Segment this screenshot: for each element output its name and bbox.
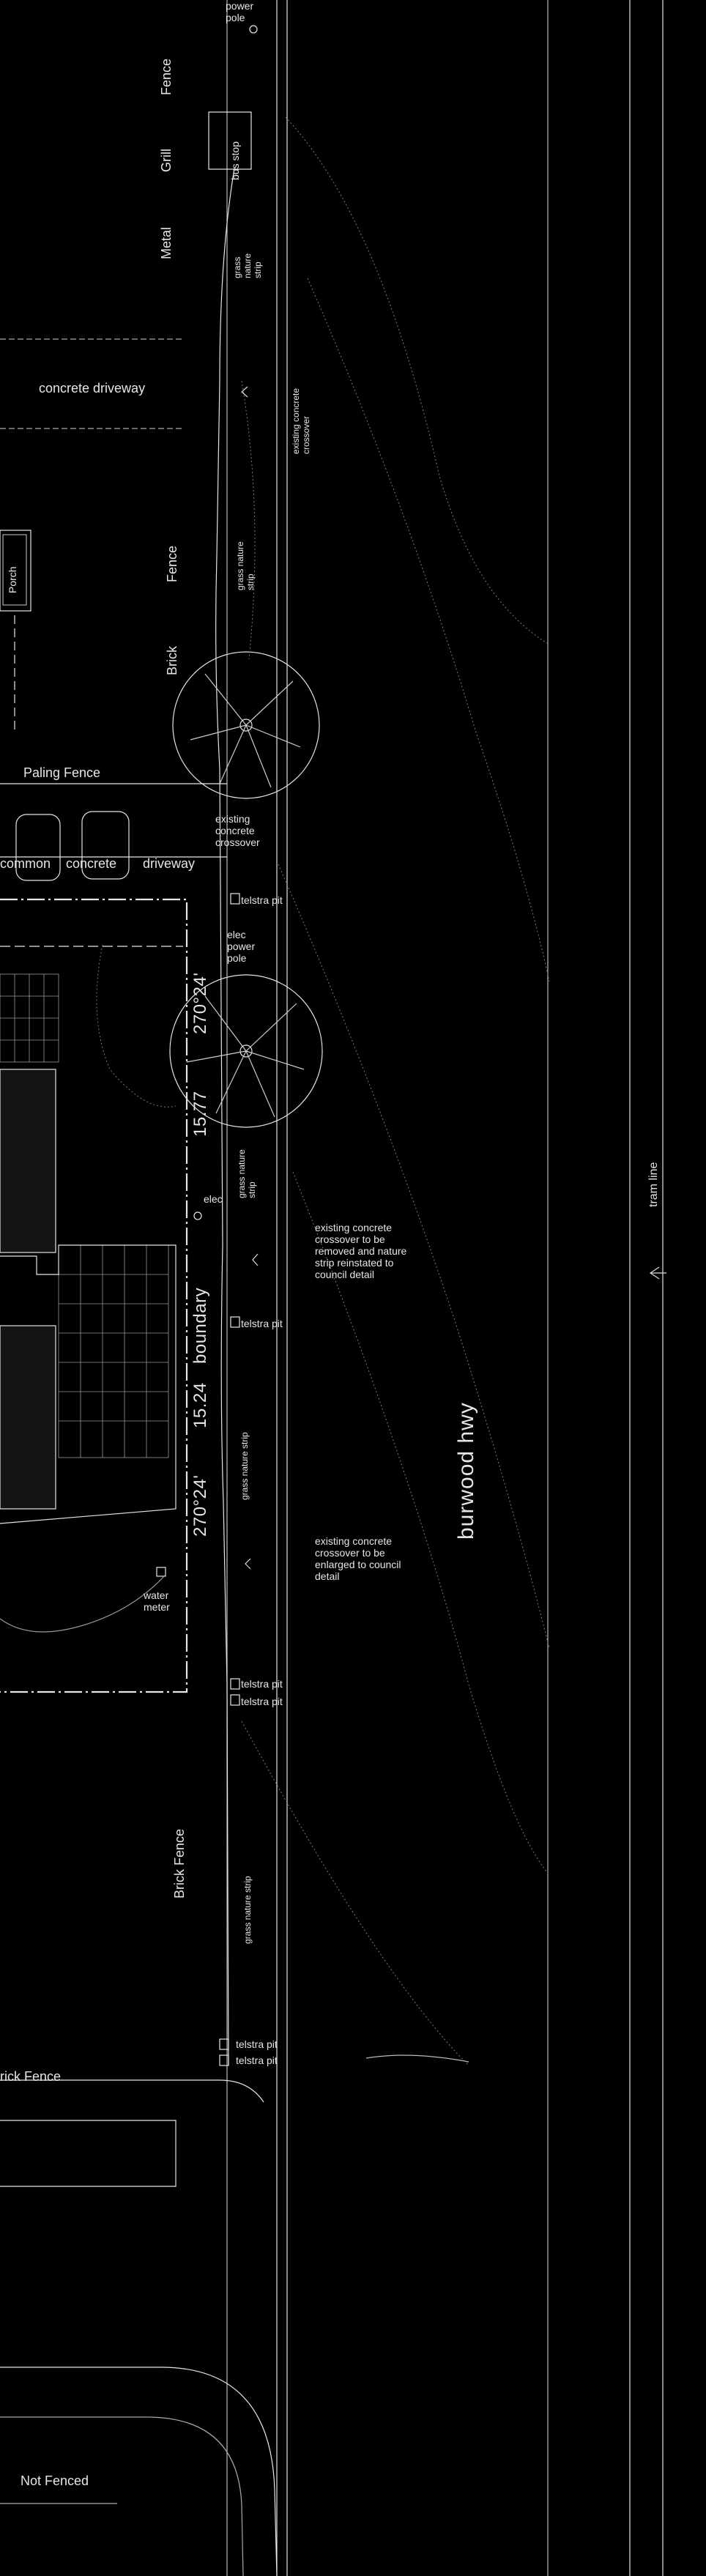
bearing-bottom: 270°24' [190,1474,210,1537]
telstra-pit-5 [219,2038,229,2050]
telstra-pit-label-1: telstra pit [241,894,283,906]
crossover-removed-note: existing concrete crossover to be remove… [315,1222,407,1281]
corner-kerb [0,2367,278,2576]
hwy-kerb-curve [365,2055,469,2063]
concrete-label: concrete [66,856,117,871]
bus-stop-label: bus stop [229,141,241,180]
telstra-pit-label-5: telstra pit [236,2038,278,2050]
dwelling-wall-outline [0,1244,176,1524]
side-street-kerb [0,2120,176,2187]
brick-label: Brick [165,646,179,675]
car-outline [15,814,61,881]
boundary-length-bottom: 15.24 [190,1382,210,1428]
telstra-pit-4 [230,1694,240,1706]
porch-inner-box [2,534,27,606]
crossover-arrow-1 [241,386,248,398]
existing-concrete-crossover-label: existing concrete crossover [215,813,260,849]
porch-label: Porch [7,566,18,593]
water-meter-box [156,1567,166,1577]
tree-1 [172,651,320,799]
telstra-pit-label-2: telstra pit [241,1318,283,1329]
elec-label: elec [204,1193,223,1205]
telstra-pit-1 [230,893,240,905]
brick-fence-line [0,2079,264,2103]
contour-5 [241,1721,469,2066]
contour-1 [285,116,550,645]
fence-label-top: Fence [159,58,174,95]
car-outline-2 [81,811,130,880]
telstra-pit-label-4: telstra pit [241,1696,283,1707]
existing-concrete-crossover-vertical: existing concrete crossover [291,387,311,454]
boundary-label: boundary [190,1287,210,1364]
brick-fence-bottom-label: rick Fence [0,2069,62,2084]
grass-nature-strip-4: grass nature strip [239,1432,250,1500]
contour-6 [96,944,176,1107]
telstra-pit-6 [219,2055,229,2066]
boundary-length-top: 15.77 [190,1091,210,1137]
contour-4 [292,1171,550,1876]
telstra-pit-label-6: telstra pit [236,2055,278,2066]
not-fenced-label: Not Fenced [21,2473,89,2488]
water-meter-label: water meter [144,1589,170,1614]
power-pole-top-symbol [249,25,258,34]
brick-fence-vertical-label: Brick Fence [172,1828,187,1898]
elec-power-pole-label: elec power pole [227,929,256,965]
grass-nature-strip-1: grass nature strip [232,253,263,278]
tram-line-label: tram line [647,1162,660,1207]
power-pole-label-top: power pole [226,0,254,24]
water-meter-path [0,1574,166,1633]
dwelling-north [0,1069,56,1253]
grill-label: Grill [159,149,174,172]
common-label: common [0,856,51,871]
driveway-label: driveway [143,856,196,871]
contour-3 [278,864,550,1649]
grass-nature-strip-2: grass nature strip [235,541,256,590]
nature-strip-outline [215,168,235,2066]
contour-7 [241,380,256,660]
tram-direction-arrow [649,1266,666,1280]
fence-label-mid: Fence [165,545,179,582]
metal-label: Metal [159,226,174,259]
burwood-hwy-label: burwood hwy [454,1402,478,1540]
property-boundary [0,898,188,1693]
telstra-pit-2 [230,1316,240,1328]
crossover-arrow-3 [245,1558,251,1570]
contour-2 [307,278,550,982]
telstra-pit-label-3: telstra pit [241,1678,283,1690]
concrete-driveway-label: concrete driveway [39,381,146,396]
dwelling-south [0,1325,56,1510]
elec-pole-symbol [193,1211,202,1220]
bus-stop-box [208,111,252,170]
grass-nature-strip-3: grass nature strip [237,1149,257,1198]
tree-2 [169,974,323,1128]
crossover-arrow-2 [252,1253,259,1266]
paling-fence-label: Paling Fence [23,765,101,780]
bearing-top: 270°24' [190,972,210,1034]
corner-kerb-inner [0,2416,244,2576]
grass-nature-strip-5: grass nature strip [242,1876,253,1944]
crossover-enlarged-note: existing concrete crossover to be enlarg… [315,1535,401,1583]
telstra-pit-3 [230,1678,240,1690]
porch-box [0,530,31,612]
